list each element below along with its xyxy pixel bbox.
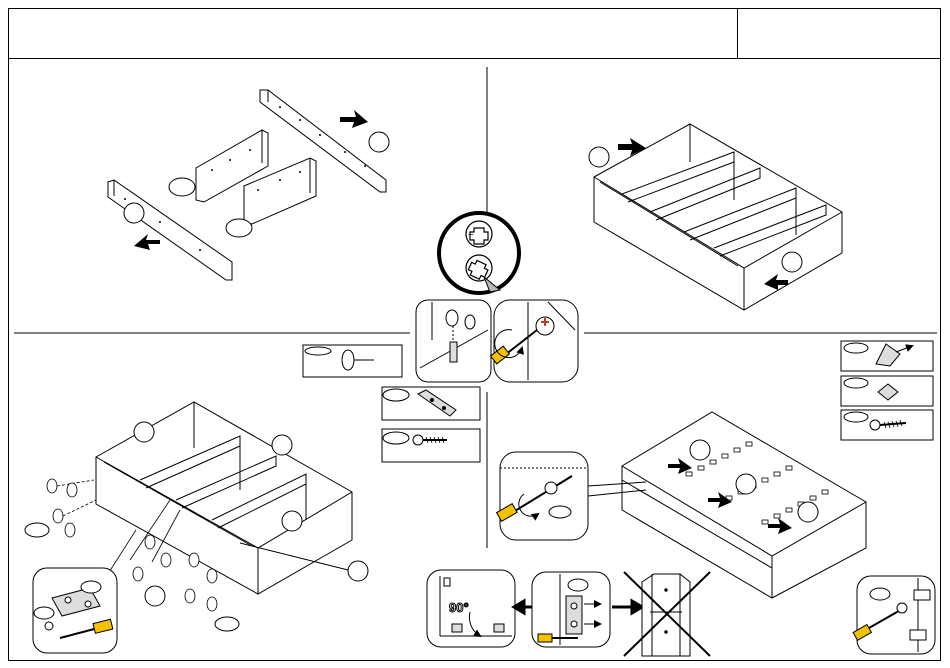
cam-lock-detail: −: [439, 205, 519, 293]
angle-label: 90°: [449, 600, 469, 615]
right-angle-check: 90°: [427, 570, 515, 647]
cam-tighten-box: [491, 300, 578, 382]
assembled-drawer-box: [594, 124, 842, 310]
warning-cross: [624, 572, 710, 656]
bracket-press-detail: [532, 572, 610, 647]
dowel-part-box: [303, 345, 402, 377]
plate-part-box: [841, 376, 933, 406]
bracket-part-box: [382, 387, 480, 420]
long-screw-part-box: [841, 410, 933, 440]
svg-text:−: −: [468, 230, 474, 241]
base-panel-screwing-step: [622, 412, 866, 598]
screw-part-box: [382, 429, 480, 462]
end-screw-detail: [853, 576, 935, 654]
cam-insert-box: [416, 300, 491, 382]
bracket-detail-box: [33, 568, 117, 653]
corner-block-part-box: [841, 341, 933, 371]
